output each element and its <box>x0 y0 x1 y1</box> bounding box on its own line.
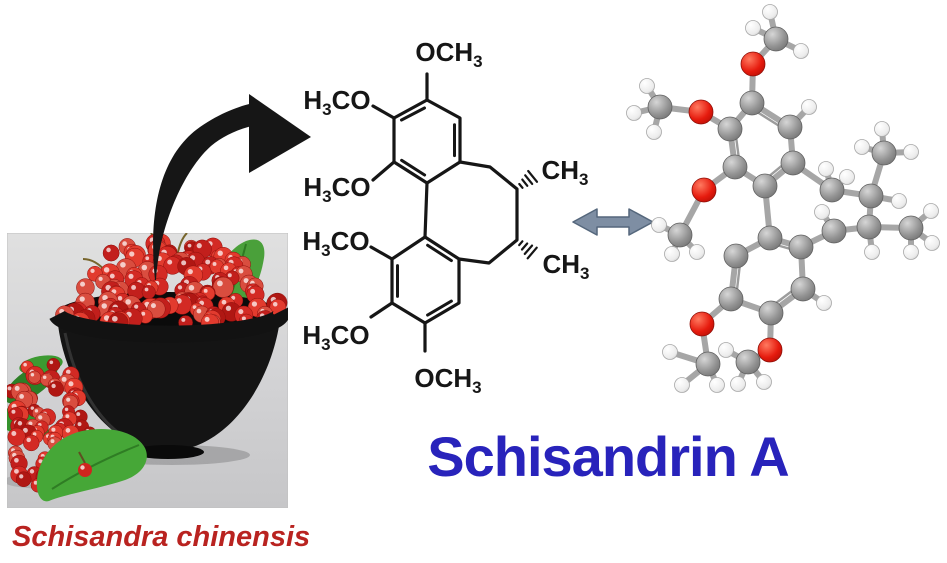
subscript: 3 <box>321 335 331 354</box>
methoxy-text: OCH <box>415 37 474 67</box>
methoxy-text: CO <box>330 226 370 256</box>
methoxy-label-left-3: H3CO <box>302 226 370 259</box>
subscript: 3 <box>322 100 332 119</box>
species-name-label: Schisandra chinensis <box>12 521 311 553</box>
curved-arrow-head <box>249 94 311 173</box>
berries-photo <box>7 233 288 508</box>
methyl-label-bottom: CH3 <box>542 249 589 282</box>
methoxy-label-bottom: OCH3 <box>414 363 481 396</box>
bottom-leaf <box>36 428 147 502</box>
methoxy-text: CO <box>330 320 370 350</box>
methoxy-text: H <box>302 226 322 256</box>
methyl-label-top: CH3 <box>541 155 588 188</box>
cyclooctadiene-ring <box>457 160 519 265</box>
benzene-ring-bottom <box>390 235 461 325</box>
methoxy-label-left-1: H3CO <box>303 85 371 118</box>
aromatic-inner-bonds <box>396 106 456 317</box>
methoxy-label-left-2: H3CO <box>303 172 371 205</box>
biphenyl-bond <box>423 181 429 239</box>
methoxy-label-left-4: H3CO <box>302 320 370 353</box>
subscript: 3 <box>322 187 332 206</box>
3d-structure-model <box>626 4 940 393</box>
table-berry-cluster <box>7 357 97 493</box>
methoxy-text: H <box>302 320 322 350</box>
subscript: 3 <box>472 378 482 397</box>
methoxy-text: H <box>303 172 323 202</box>
bowl-front-rim <box>49 307 288 343</box>
subscript: 3 <box>473 52 483 71</box>
compound-name-label: Schisandrin A <box>427 425 789 488</box>
methoxy-bonds <box>369 72 429 353</box>
methoxy-text: CO <box>331 172 371 202</box>
stereo-hash-bonds <box>518 169 539 260</box>
subscript: 3 <box>321 241 331 260</box>
3d-bonds <box>631 9 935 388</box>
benzene-ring-top <box>392 98 462 185</box>
methoxy-label-top: OCH3 <box>415 37 482 70</box>
methyl-text: CH <box>541 155 580 185</box>
methoxy-text: CO <box>331 85 371 115</box>
3d-atoms <box>626 4 940 393</box>
methyl-text: CH <box>542 249 581 279</box>
methoxy-text: H <box>303 85 323 115</box>
2d-structure-skeleton <box>369 72 539 353</box>
subscript: 3 <box>580 264 590 283</box>
methoxy-text: OCH <box>414 363 473 393</box>
subscript: 3 <box>579 170 589 189</box>
